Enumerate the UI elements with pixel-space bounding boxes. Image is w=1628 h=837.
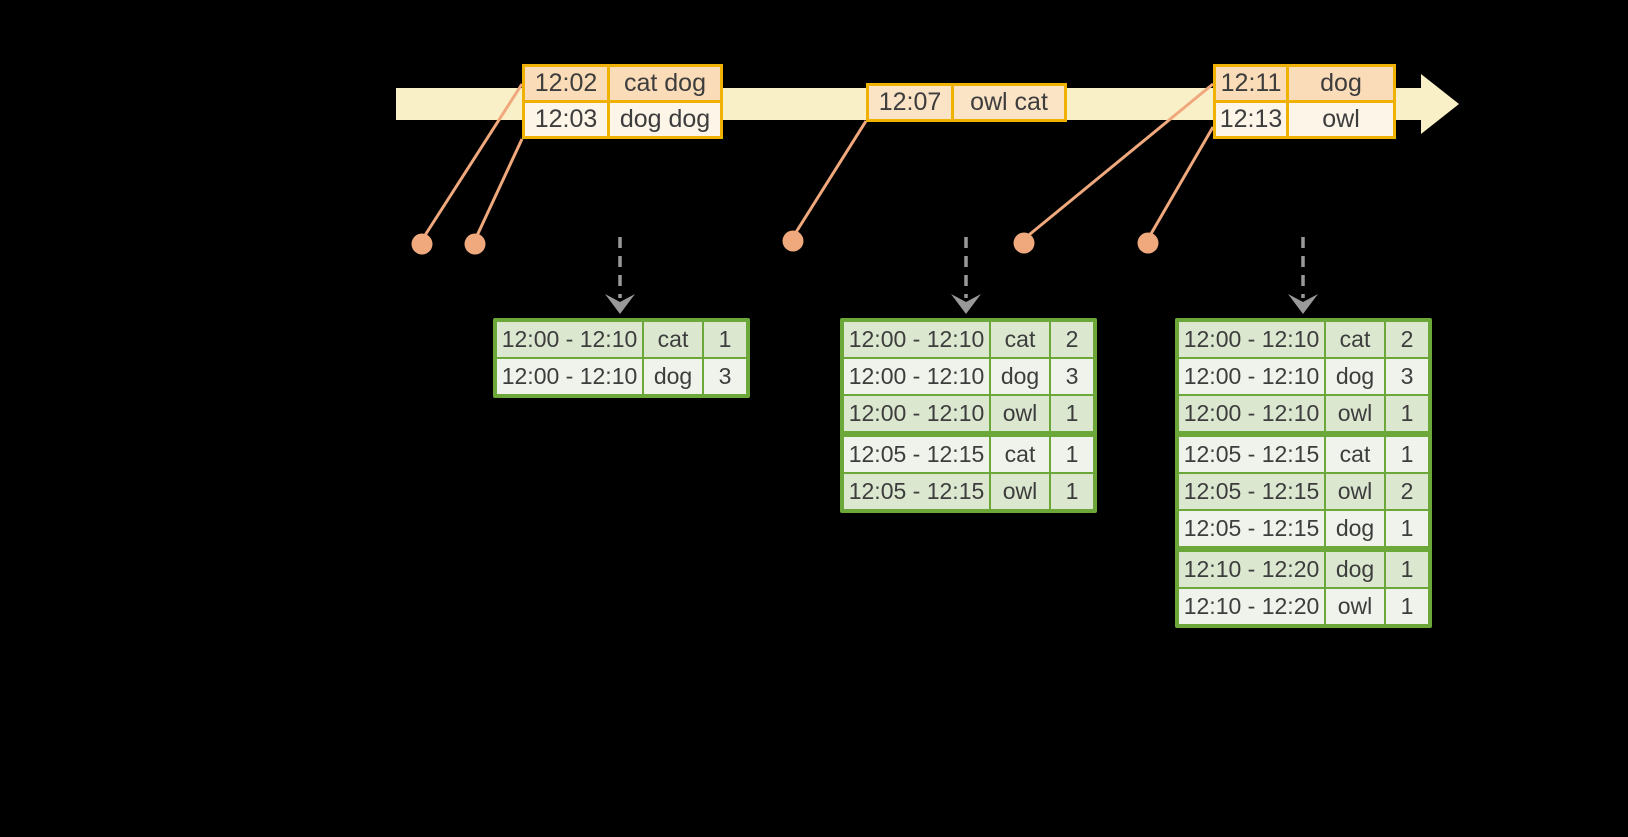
window-cell: 12:05 - 12:15 bbox=[1179, 474, 1324, 509]
count-cell: 1 bbox=[1051, 437, 1093, 472]
event-dot bbox=[1013, 232, 1035, 254]
arrow-down-icon bbox=[951, 294, 981, 314]
event-time-cell: 12:11 bbox=[1216, 67, 1286, 100]
count-cell: 3 bbox=[1051, 359, 1093, 394]
trigger-arrowheads bbox=[605, 294, 1318, 314]
event-row: 12:02 cat dog bbox=[525, 67, 720, 100]
word-cell: owl bbox=[991, 396, 1049, 431]
result-row: 12:05 - 12:15 cat 1 bbox=[1179, 437, 1428, 472]
count-cell: 1 bbox=[1386, 552, 1428, 587]
event-dot bbox=[782, 230, 804, 252]
count-cell: 3 bbox=[704, 359, 746, 394]
trigger-arrow-stems bbox=[618, 237, 1305, 298]
event-words-cell: owl cat bbox=[954, 86, 1064, 119]
result-row: 12:00 - 12:10 cat 2 bbox=[1179, 322, 1428, 357]
word-cell: dog bbox=[1326, 552, 1384, 587]
word-cell: cat bbox=[991, 437, 1049, 472]
event-words-cell: dog dog bbox=[610, 103, 720, 136]
word-cell: dog bbox=[1326, 359, 1384, 394]
count-cell: 2 bbox=[1386, 322, 1428, 357]
timeline-arrowhead-icon bbox=[1421, 74, 1459, 134]
window-cell: 12:00 - 12:10 bbox=[1179, 396, 1324, 431]
count-cell: 1 bbox=[1386, 396, 1428, 431]
window-cell: 12:00 - 12:10 bbox=[844, 396, 989, 431]
word-cell: cat bbox=[991, 322, 1049, 357]
word-cell: owl bbox=[1326, 589, 1384, 624]
result-row: 12:00 - 12:10 owl 1 bbox=[1179, 396, 1428, 431]
event-row: 12:07 owl cat bbox=[869, 86, 1064, 119]
count-cell: 1 bbox=[704, 322, 746, 357]
result-row: 12:00 - 12:10 cat 1 bbox=[497, 322, 746, 357]
event-row: 12:13 owl bbox=[1216, 103, 1393, 136]
connector-line bbox=[1023, 82, 1214, 241]
connector-line bbox=[420, 83, 524, 241]
word-cell: dog bbox=[991, 359, 1049, 394]
result-table-1: 12:00 - 12:10 cat 1 12:00 - 12:10 dog 3 bbox=[493, 318, 750, 398]
window-cell: 12:00 - 12:10 bbox=[497, 322, 642, 357]
word-cell: cat bbox=[1326, 437, 1384, 472]
event-connector-lines bbox=[420, 82, 1215, 241]
event-time-cell: 12:03 bbox=[525, 103, 607, 136]
window-cell: 12:05 - 12:15 bbox=[1179, 437, 1324, 472]
event-table-2: 12:07 owl cat bbox=[866, 83, 1067, 122]
word-cell: dog bbox=[644, 359, 702, 394]
result-row: 12:10 - 12:20 dog 1 bbox=[1179, 552, 1428, 587]
window-cell: 12:00 - 12:10 bbox=[497, 359, 642, 394]
window-cell: 12:10 - 12:20 bbox=[1179, 552, 1324, 587]
event-time-cell: 12:02 bbox=[525, 67, 607, 100]
result-row: 12:00 - 12:10 owl 1 bbox=[844, 396, 1093, 431]
result-row: 12:00 - 12:10 cat 2 bbox=[844, 322, 1093, 357]
event-time-cell: 12:13 bbox=[1216, 103, 1286, 136]
event-table-3: 12:11 dog 12:13 owl bbox=[1213, 64, 1396, 139]
count-cell: 2 bbox=[1051, 322, 1093, 357]
word-cell: owl bbox=[1326, 396, 1384, 431]
word-cell: cat bbox=[1326, 322, 1384, 357]
result-row: 12:05 - 12:15 dog 1 bbox=[1179, 511, 1428, 546]
connector-line bbox=[1146, 126, 1215, 240]
window-cell: 12:05 - 12:15 bbox=[1179, 511, 1324, 546]
window-cell: 12:00 - 12:10 bbox=[1179, 322, 1324, 357]
event-words-cell: cat dog bbox=[610, 67, 720, 100]
connector-line bbox=[473, 138, 524, 241]
count-cell: 2 bbox=[1386, 474, 1428, 509]
arrow-down-icon bbox=[605, 294, 635, 314]
connector-line bbox=[791, 120, 868, 238]
word-cell: dog bbox=[1326, 511, 1384, 546]
result-row: 12:00 - 12:10 dog 3 bbox=[497, 359, 746, 394]
window-cell: 12:10 - 12:20 bbox=[1179, 589, 1324, 624]
event-time-cell: 12:07 bbox=[869, 86, 951, 119]
result-row: 12:10 - 12:20 owl 1 bbox=[1179, 589, 1428, 624]
event-table-1: 12:02 cat dog 12:03 dog dog bbox=[522, 64, 723, 139]
arrow-down-icon bbox=[1288, 294, 1318, 314]
event-dot bbox=[411, 233, 433, 255]
count-cell: 1 bbox=[1051, 474, 1093, 509]
window-cell: 12:00 - 12:10 bbox=[1179, 359, 1324, 394]
count-cell: 1 bbox=[1386, 511, 1428, 546]
event-words-cell: owl bbox=[1289, 103, 1393, 136]
window-cell: 12:05 - 12:15 bbox=[844, 474, 989, 509]
count-cell: 1 bbox=[1051, 396, 1093, 431]
window-cell: 12:00 - 12:10 bbox=[844, 359, 989, 394]
count-cell: 3 bbox=[1386, 359, 1428, 394]
word-cell: owl bbox=[991, 474, 1049, 509]
event-dots bbox=[411, 230, 1159, 255]
event-dot bbox=[1137, 232, 1159, 254]
event-dot bbox=[464, 233, 486, 255]
result-table-3: 12:00 - 12:10 cat 2 12:00 - 12:10 dog 3 … bbox=[1175, 318, 1432, 628]
result-row: 12:05 - 12:15 owl 2 bbox=[1179, 474, 1428, 509]
event-words-cell: dog bbox=[1289, 67, 1393, 100]
result-row: 12:00 - 12:10 dog 3 bbox=[844, 359, 1093, 394]
result-row: 12:05 - 12:15 owl 1 bbox=[844, 474, 1093, 509]
count-cell: 1 bbox=[1386, 437, 1428, 472]
result-table-2: 12:00 - 12:10 cat 2 12:00 - 12:10 dog 3 … bbox=[840, 318, 1097, 513]
result-row: 12:05 - 12:15 cat 1 bbox=[844, 437, 1093, 472]
count-cell: 1 bbox=[1386, 589, 1428, 624]
result-row: 12:00 - 12:10 dog 3 bbox=[1179, 359, 1428, 394]
word-cell: owl bbox=[1326, 474, 1384, 509]
window-cell: 12:05 - 12:15 bbox=[844, 437, 989, 472]
event-row: 12:11 dog bbox=[1216, 67, 1393, 100]
event-row: 12:03 dog dog bbox=[525, 103, 720, 136]
word-cell: cat bbox=[644, 322, 702, 357]
window-cell: 12:00 - 12:10 bbox=[844, 322, 989, 357]
